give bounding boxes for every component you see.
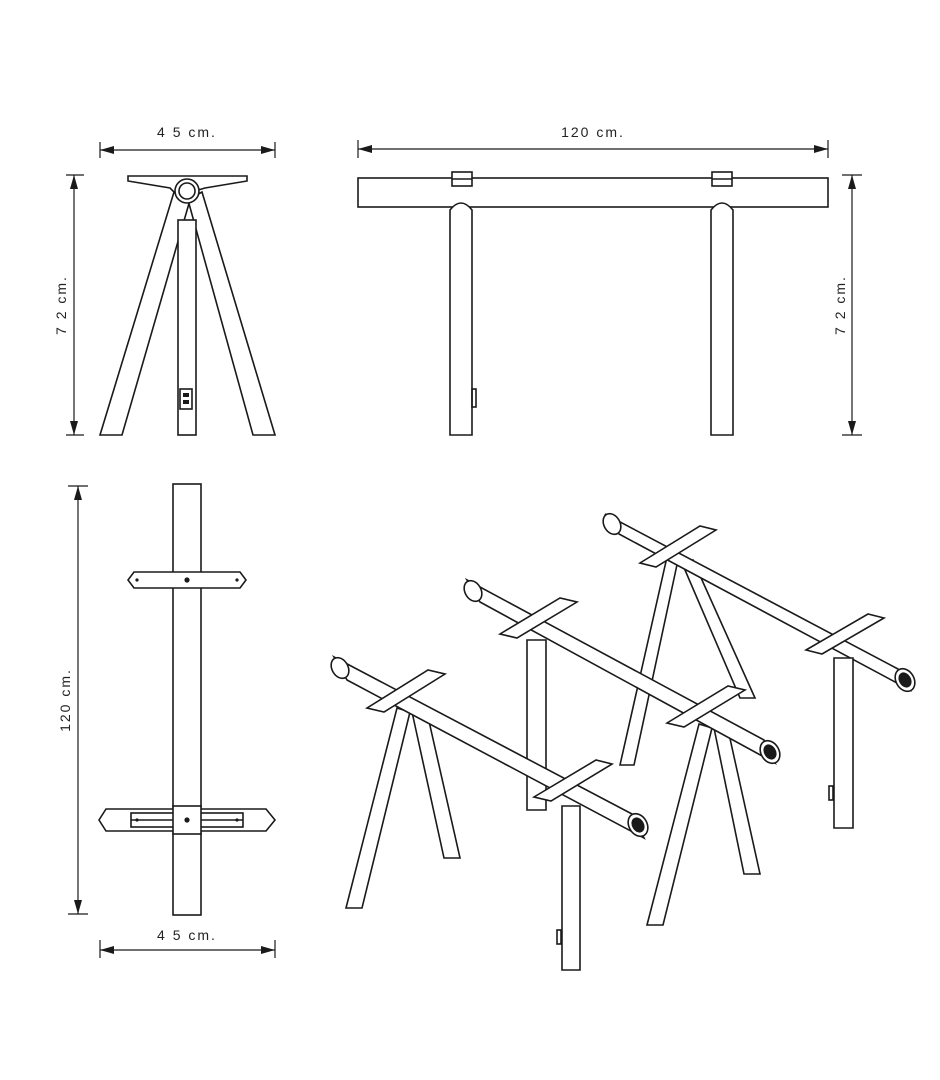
plan-length-dimension: 120 cm.: [57, 485, 88, 915]
side-length-label: 120 cm.: [561, 124, 625, 140]
plan-view: 120 cm. 4 5 cm.: [57, 483, 277, 958]
front-height-dimension: 7 2 cm.: [53, 174, 84, 436]
side-length-dimension: 120 cm.: [357, 124, 829, 158]
side-height-label: 7 2 cm.: [832, 275, 848, 335]
iso-front-trestle: [330, 655, 649, 971]
front-width-dimension: 4 5 cm.: [99, 124, 276, 158]
front-center-post: [177, 219, 197, 436]
front-right-leg: [187, 190, 277, 436]
plan-beam: [172, 483, 202, 916]
front-width-label: 4 5 cm.: [157, 124, 217, 140]
front-left-leg: [98, 190, 191, 436]
plan-length-label: 120 cm.: [57, 668, 73, 732]
plan-width-label: 4 5 cm.: [157, 927, 217, 943]
side-leg-plate: [471, 388, 477, 408]
side-view: 120 cm. 7 2 cm.: [357, 124, 862, 436]
front-view: 4 5 cm. 7 2 cm.: [53, 124, 277, 436]
iso-back-trestle: [602, 512, 916, 829]
isometric-view: [330, 512, 916, 971]
front-post-plate: [179, 388, 193, 410]
iso-middle-trestle: [463, 577, 781, 926]
side-right-leg: [710, 202, 734, 436]
side-height-dimension: 7 2 cm.: [832, 174, 862, 436]
front-height-label: 7 2 cm.: [53, 275, 69, 335]
side-left-leg: [449, 202, 473, 436]
plan-width-dimension: 4 5 cm.: [99, 927, 276, 958]
side-beam: [357, 177, 829, 208]
